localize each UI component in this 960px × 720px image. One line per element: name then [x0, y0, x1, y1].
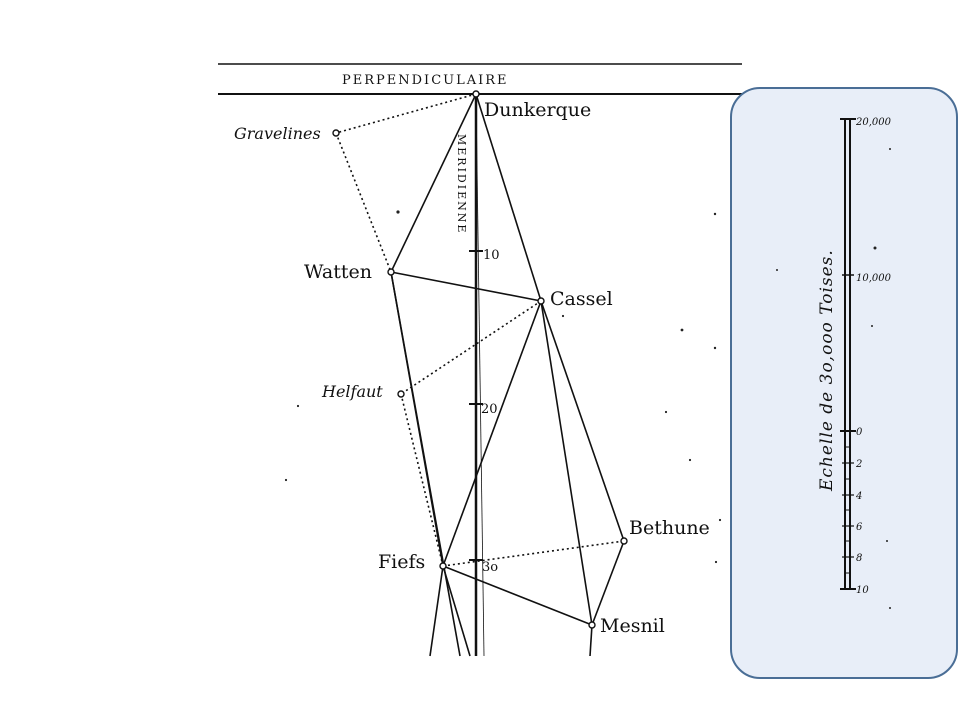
meridian-mark-30: 3o [482, 560, 498, 575]
station-markers [332, 90, 628, 629]
station-bethune-marker [620, 537, 628, 545]
station-watten-marker [387, 268, 395, 276]
station-cassel-marker [537, 297, 545, 305]
scale-bar: 20,000 10,000 0 2 4 6 8 10 Echelle de 3o… [776, 117, 892, 609]
secondary-lines [335, 93, 625, 567]
scale-label-8: 8 [856, 553, 862, 564]
scale-label-4: 4 [855, 491, 862, 502]
meridian-mark-20: 20 [481, 402, 498, 417]
scale-title: Echelle de 3o,ooo Toises. [817, 249, 837, 492]
triangulation-lines [390, 93, 625, 657]
station-mesnil-marker [588, 621, 596, 629]
station-gravelines-marker [332, 129, 340, 137]
station-helfaut-marker [397, 390, 405, 398]
scale-label-10: 10 [856, 585, 869, 596]
station-dunkerque-label: Dunkerque [484, 99, 591, 121]
meridian-mark-10: 10 [483, 248, 500, 263]
scale-panel: 20,000 10,000 0 2 4 6 8 10 Echelle de 3o… [730, 87, 958, 679]
station-helfaut-label: Helfaut [321, 382, 383, 401]
station-gravelines-label: Gravelines [234, 124, 321, 143]
perpendicular-label: PERPENDICULAIRE [342, 73, 509, 88]
station-mesnil-label: Mesnil [600, 615, 665, 637]
station-bethune-label: Bethune [629, 517, 710, 539]
scale-label-20000: 20,000 [855, 117, 892, 128]
station-watten-label: Watten [304, 261, 372, 283]
meridian-label: MERIDIENNE [455, 134, 468, 234]
station-fiefs-marker [439, 562, 447, 570]
station-fiefs-label: Fiefs [378, 551, 425, 573]
scale-label-10000: 10,000 [856, 273, 892, 284]
station-dunkerque-marker [472, 90, 480, 98]
scale-label-6: 6 [856, 522, 863, 533]
scale-label-2: 2 [855, 459, 862, 470]
scale-label-0: 0 [856, 427, 863, 438]
station-cassel-label: Cassel [550, 288, 613, 310]
